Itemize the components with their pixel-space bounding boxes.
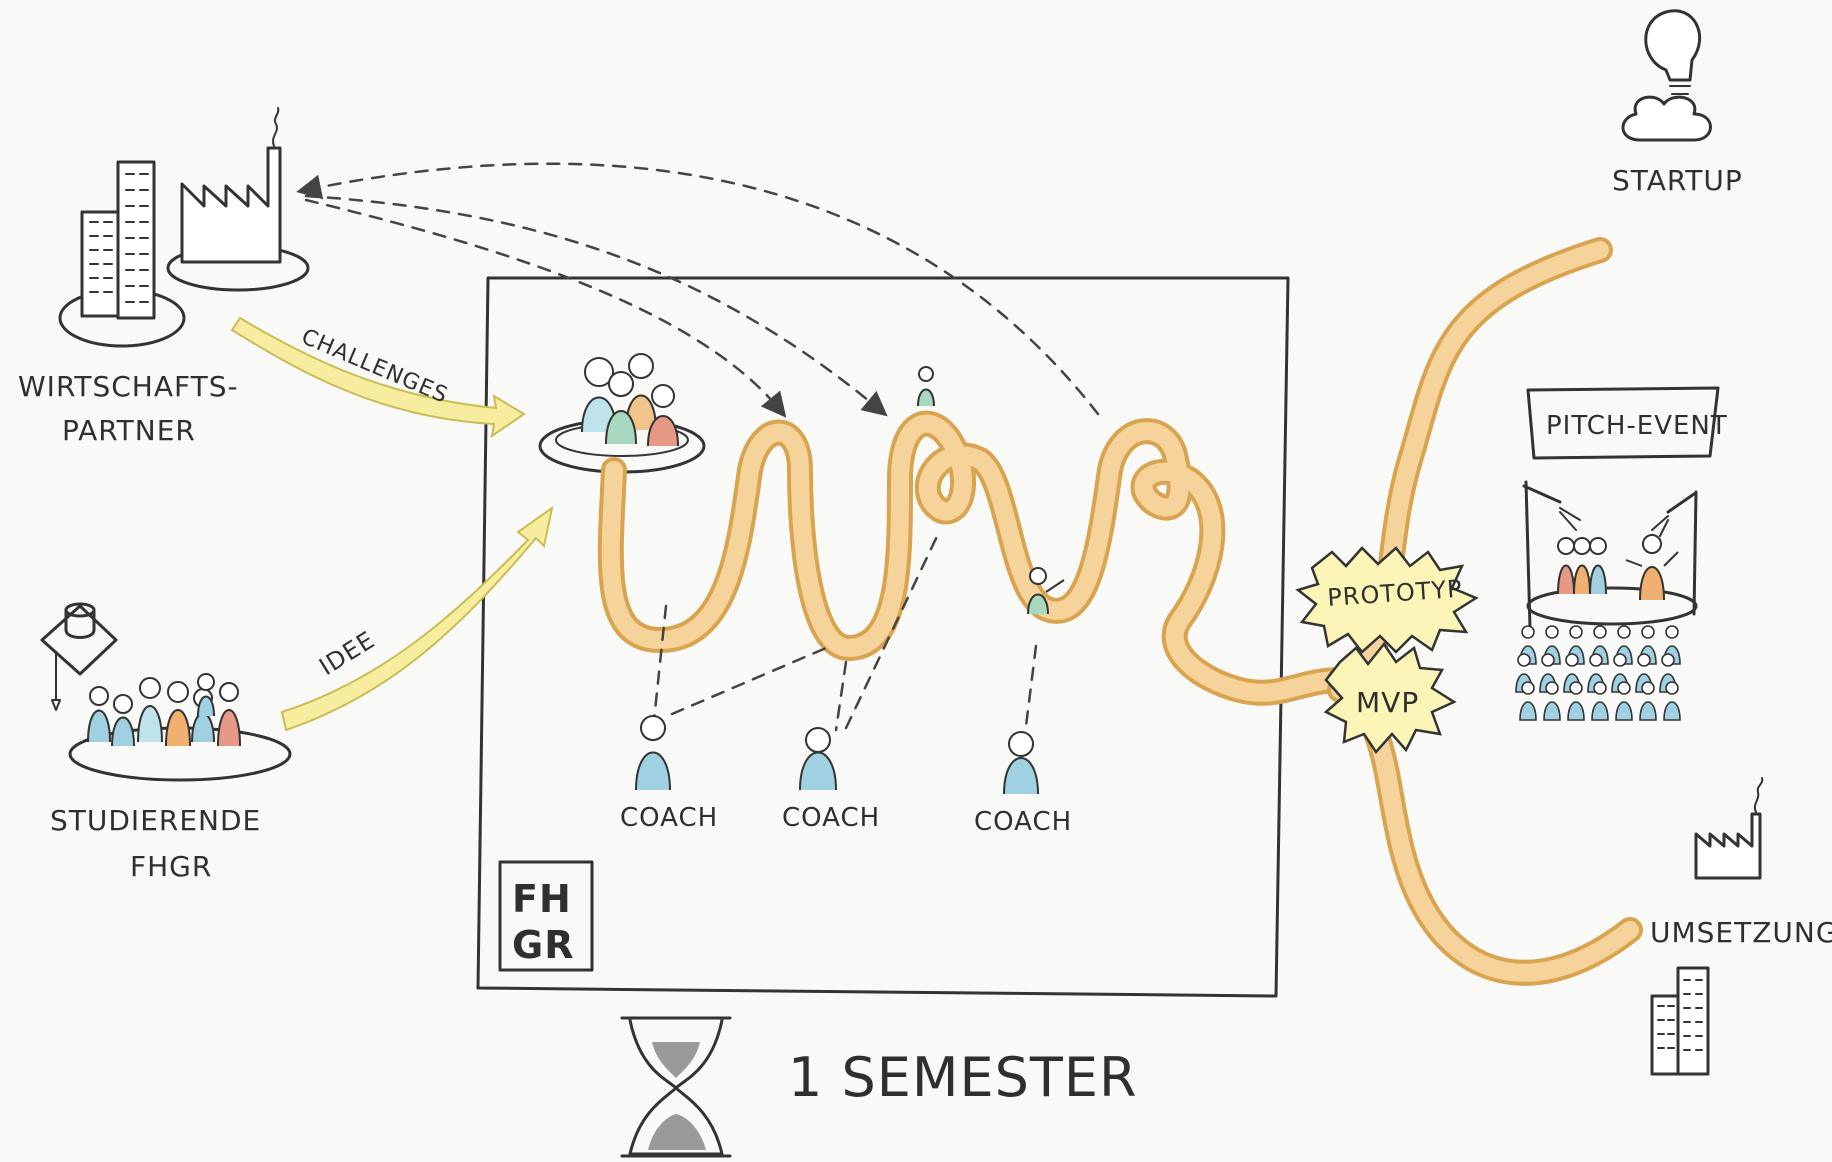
umsetzung-label: UMSETZUNG: [1650, 916, 1832, 949]
team-on-platform-icon: [538, 353, 706, 474]
coach-label-1: COACH: [620, 803, 718, 833]
hourglass-icon: [620, 1016, 732, 1158]
winding-journey-path: [597, 410, 1353, 706]
partner-label-line2: PARTNER: [62, 414, 196, 447]
fhgr-logo-bottom: GR: [512, 923, 574, 967]
partner-label-line1: WIRTSCHAFTS-: [18, 370, 239, 403]
mvp-burst: [1323, 641, 1457, 755]
students-label-line2: FHGR: [130, 850, 212, 883]
coach-figure-icon: [635, 715, 1039, 795]
semester-label: 1 SEMESTER: [788, 1046, 1138, 1109]
factory-icon: [166, 107, 310, 292]
umsetzung-factory-icon: [1694, 777, 1764, 880]
graduation-cap-icon: [40, 602, 118, 711]
pitch-event-sign: [1526, 386, 1720, 460]
pointing-figure-icon: [1027, 567, 1065, 615]
feedback-dashed-arrows: [296, 162, 1100, 418]
fhgr-semester-box: [476, 276, 1290, 998]
office-buildings-icon: [58, 160, 186, 348]
audience-icon: [1515, 625, 1681, 721]
coach-label-2: COACH: [782, 803, 880, 833]
idee-arrow: [280, 505, 554, 732]
lightbulb-rocket-icon: [1621, 9, 1712, 142]
mvp-label: MVP: [1356, 686, 1419, 719]
students-label-line1: STUDIERENDE: [50, 804, 261, 837]
pitch-event-label: PITCH-EVENT: [1546, 411, 1728, 441]
coach-dashed-links: [652, 528, 1038, 732]
fhgr-logo-icon: FH GR: [498, 860, 594, 972]
challenges-arrow: [230, 316, 526, 439]
fhgr-logo-top: FH: [512, 877, 572, 921]
startup-label: STARTUP: [1612, 164, 1743, 197]
student-group-icon: [68, 673, 292, 782]
pitch-stage-icon: [1522, 480, 1698, 630]
umsetzung-building-icon: [1650, 966, 1710, 1076]
prototyp-burst: [1295, 546, 1479, 654]
climber-figure-icon: [917, 366, 935, 407]
coach-label-3: COACH: [974, 807, 1072, 837]
